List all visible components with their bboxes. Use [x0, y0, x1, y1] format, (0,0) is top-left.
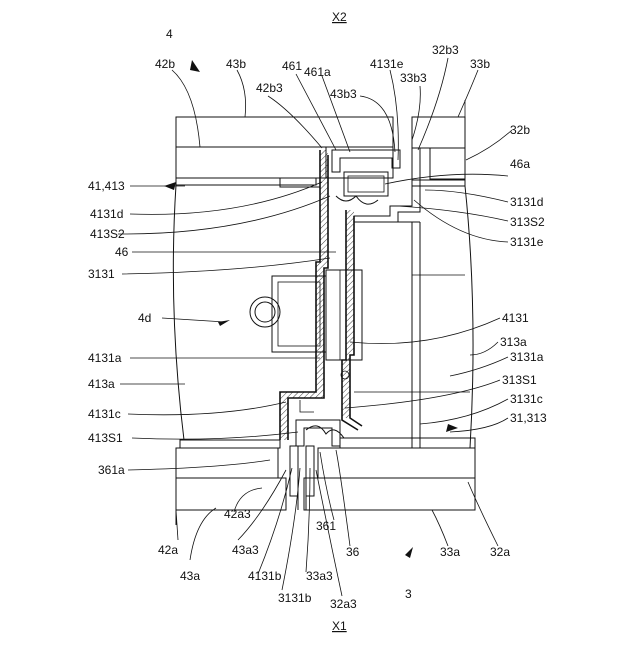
label-42b3: 42b3 — [256, 81, 283, 95]
label-4131: 4131 — [502, 311, 529, 325]
label-42b: 42b — [155, 57, 175, 71]
label-42a: 42a — [158, 543, 178, 557]
label-313S2: 313S2 — [510, 215, 545, 229]
label-43a3: 43a3 — [232, 543, 259, 557]
upper-left-panel — [176, 117, 393, 180]
label-361: 361 — [316, 519, 336, 533]
label-413S2: 413S2 — [90, 227, 125, 241]
label-4: 4 — [166, 27, 173, 41]
label-3: 3 — [405, 587, 412, 601]
label-32b: 32b — [510, 123, 530, 137]
label-3131a: 3131a — [510, 350, 544, 364]
label-3131: 3131 — [88, 267, 115, 281]
label-43b3: 43b3 — [330, 87, 357, 101]
label-413a: 413a — [88, 377, 115, 391]
label-32b3: 32b3 — [432, 43, 459, 57]
label-313a: 313a — [500, 335, 527, 349]
label-3131c: 3131c — [510, 392, 543, 406]
label-33a3: 33a3 — [306, 569, 333, 583]
label-31-313: 31,313 — [510, 411, 547, 425]
label-3131e: 3131e — [510, 235, 544, 249]
label-33b3: 33b3 — [400, 71, 427, 85]
label-43a: 43a — [180, 569, 200, 583]
leader-lines — [118, 58, 512, 596]
label-41-413: 41,413 — [88, 179, 125, 193]
label-x1: X1 — [332, 619, 347, 633]
label-3131d: 3131d — [510, 195, 543, 209]
label-413S1: 413S1 — [88, 431, 123, 445]
label-x2: X2 — [332, 10, 347, 24]
label-4d: 4d — [138, 311, 151, 325]
label-313S1: 313S1 — [502, 373, 537, 387]
lower-left-panel — [176, 448, 286, 510]
label-33a: 33a — [440, 545, 460, 559]
central-frame — [280, 148, 420, 510]
label-461a: 461a — [304, 65, 331, 79]
label-461: 461 — [282, 59, 302, 73]
label-43b: 43b — [226, 57, 246, 71]
label-4131e: 4131e — [370, 57, 404, 71]
label-3131b: 3131b — [278, 591, 312, 605]
label-4131b: 4131b — [248, 569, 282, 583]
label-46: 46 — [115, 245, 129, 259]
label-361a: 361a — [98, 463, 125, 477]
label-4131a: 4131a — [88, 351, 122, 365]
lower-seal-strip — [180, 440, 280, 448]
label-4131c: 4131c — [88, 407, 121, 421]
label-32a: 32a — [490, 545, 510, 559]
upper-seal-strip — [176, 178, 316, 185]
label-36: 36 — [346, 545, 360, 559]
label-32a3: 32a3 — [330, 597, 357, 611]
label-4131d: 4131d — [90, 207, 123, 221]
label-42a3: 42a3 — [224, 507, 251, 521]
lower-right-seal-strip — [340, 438, 475, 448]
label-46a: 46a — [510, 157, 530, 171]
label-33b: 33b — [470, 57, 490, 71]
